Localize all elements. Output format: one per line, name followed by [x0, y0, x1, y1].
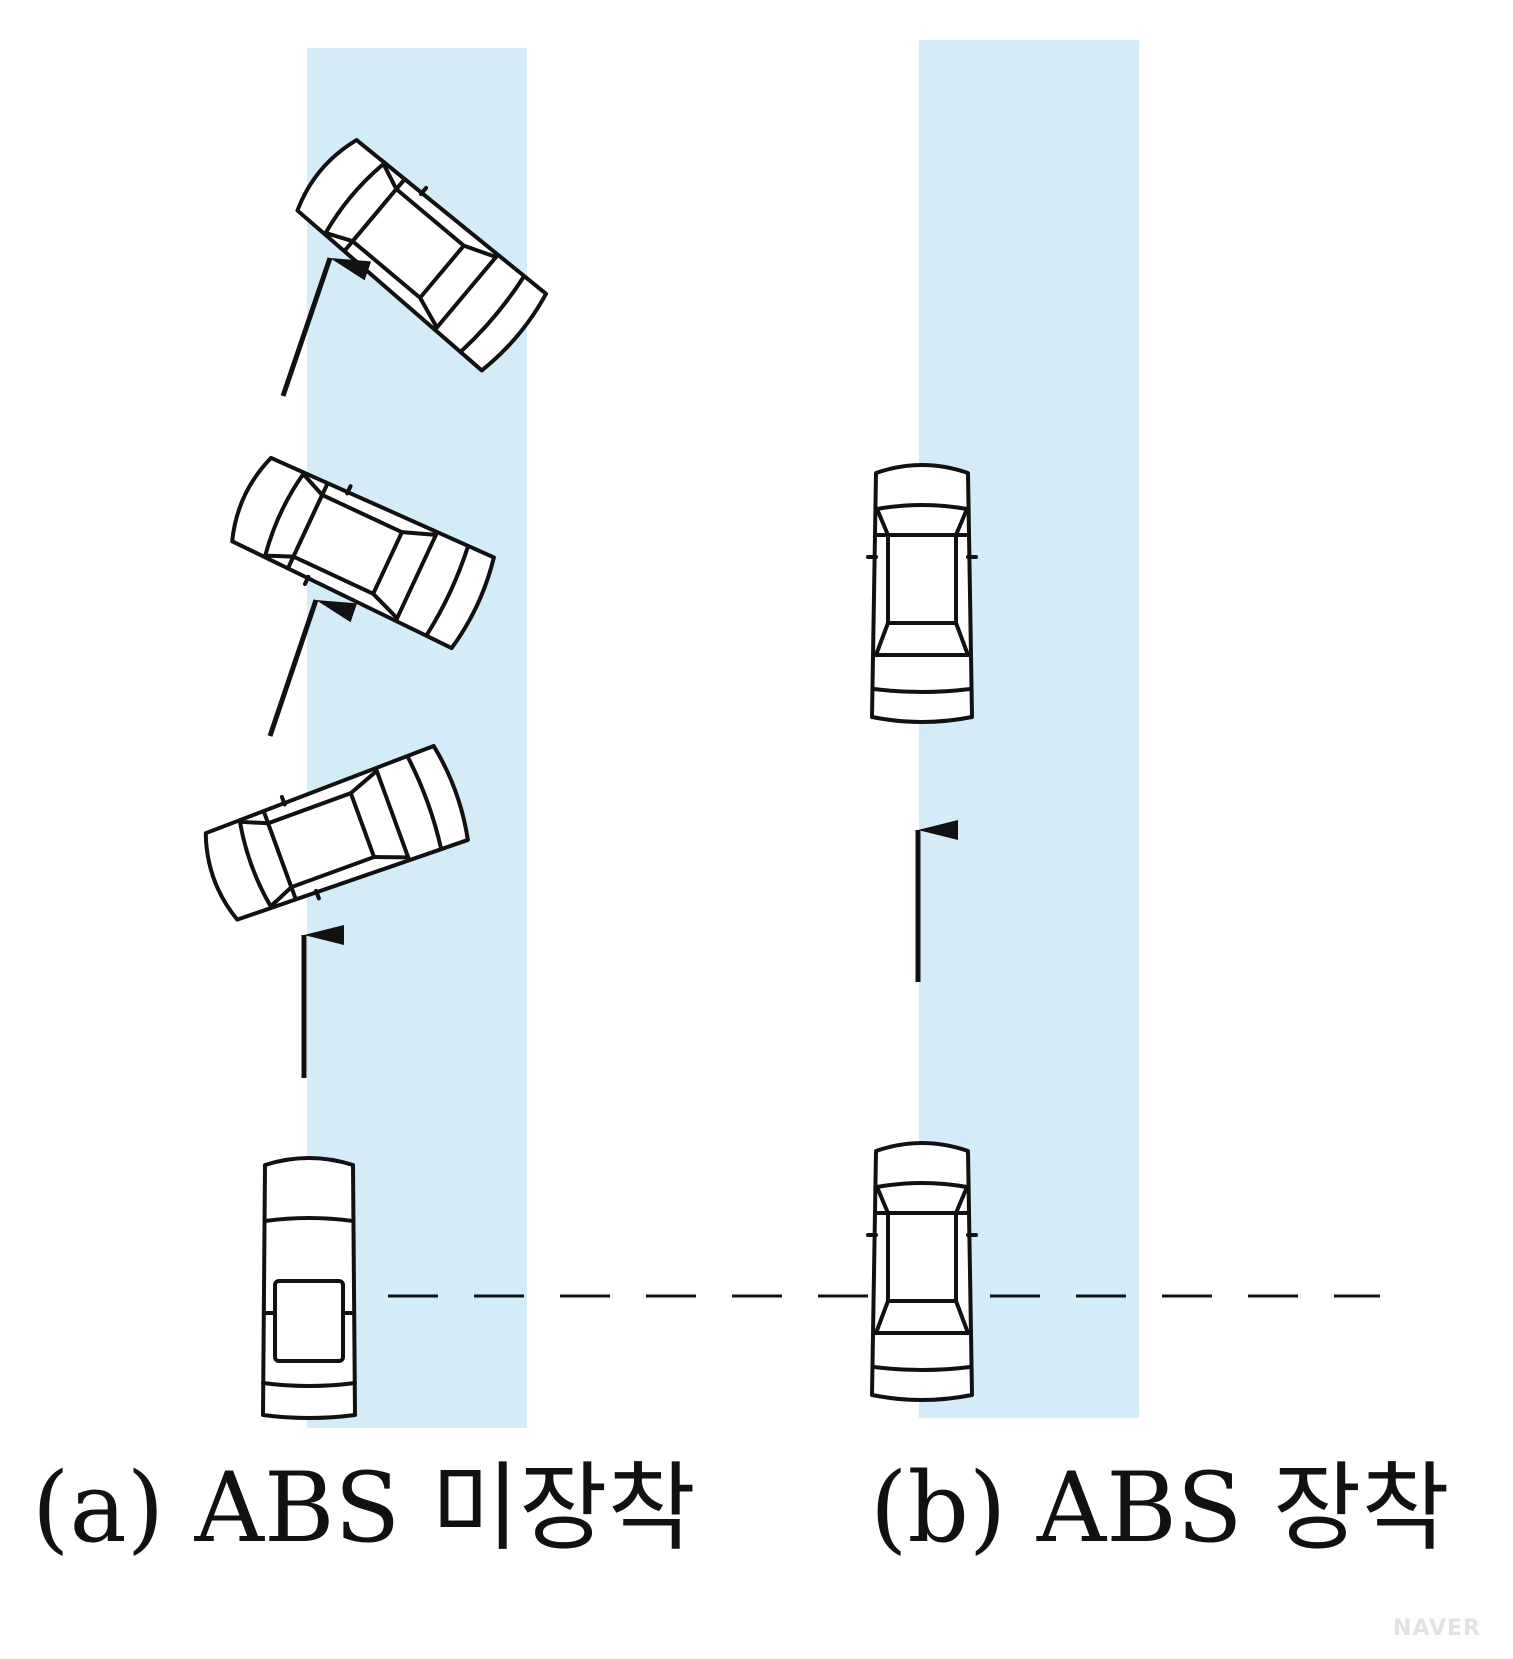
car-a-start: [261, 1156, 357, 1420]
arrow-a-3: [280, 257, 372, 397]
naver-watermark: NAVER: [1393, 1616, 1481, 1641]
panel-a-arrows: [267, 257, 372, 1078]
car-b-start: [866, 1141, 978, 1402]
car-b-stop: [866, 463, 978, 724]
caption-with-abs: (b) ABS 장착: [870, 1452, 1450, 1564]
arrow-a-2: [267, 599, 358, 737]
caption-without-abs: (a) ABS 미장착: [32, 1452, 696, 1564]
